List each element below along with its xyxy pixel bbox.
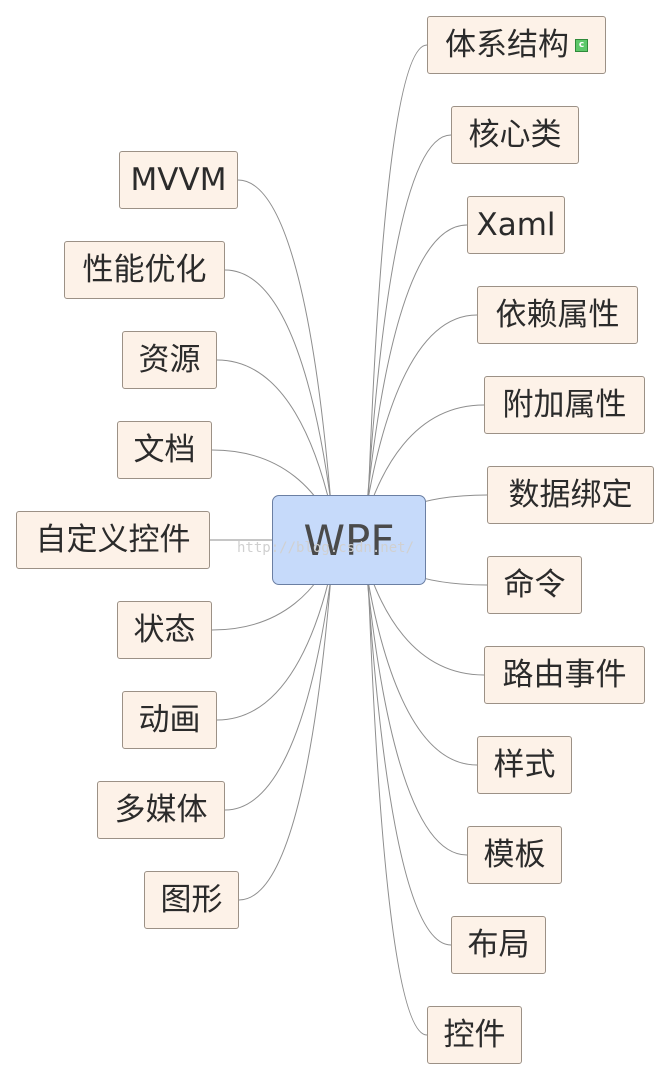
- topic-routed-events[interactable]: 路由事件: [484, 646, 645, 704]
- topic-resources[interactable]: 资源: [122, 331, 217, 389]
- connector-right-1: [364, 134, 452, 541]
- connector-right-9: [362, 539, 468, 856]
- topic-dependency-properties[interactable]: 依赖属性: [477, 286, 638, 344]
- connector-right-3: [361, 314, 478, 541]
- connector-right-8: [361, 539, 478, 766]
- connector-left-7: [224, 539, 337, 811]
- topic-multimedia[interactable]: 多媒体: [97, 781, 225, 839]
- topic-controls[interactable]: 控件: [427, 1006, 522, 1064]
- topic-label: 体系结构: [445, 26, 569, 63]
- watermark-url: http://blog.csdn.net/: [237, 540, 415, 556]
- connector-right-10: [364, 539, 452, 946]
- note-badge-icon[interactable]: c: [575, 38, 588, 52]
- topic-documents[interactable]: 文档: [117, 421, 212, 479]
- topic-custom-controls[interactable]: 自定义控件: [16, 511, 210, 569]
- topic-attached-properties[interactable]: 附加属性: [484, 376, 645, 434]
- connector-left-0: [237, 179, 335, 541]
- topic-architecture[interactable]: 体系结构 c: [427, 16, 606, 74]
- topic-data-binding[interactable]: 数据绑定: [487, 466, 654, 524]
- topic-graphics[interactable]: 图形: [144, 871, 239, 929]
- topic-states[interactable]: 状态: [117, 601, 212, 659]
- topic-performance-optimization[interactable]: 性能优化: [64, 241, 225, 299]
- connector-left-1: [224, 269, 337, 541]
- topic-xaml[interactable]: Xaml: [467, 196, 565, 254]
- connector-left-8: [238, 539, 335, 901]
- central-topic-wpf[interactable]: WPF: [272, 495, 426, 585]
- topic-commands[interactable]: 命令: [487, 556, 582, 614]
- topic-mvvm[interactable]: MVVM: [119, 151, 238, 209]
- topic-templates[interactable]: 模板: [467, 826, 562, 884]
- topic-core-classes[interactable]: 核心类: [451, 106, 579, 164]
- topic-styles[interactable]: 样式: [477, 736, 572, 794]
- connector-right-0: [366, 44, 428, 541]
- connector-right-11: [366, 539, 428, 1036]
- topic-layout[interactable]: 布局: [451, 916, 546, 974]
- connector-right-2: [362, 224, 468, 541]
- topic-animation[interactable]: 动画: [122, 691, 217, 749]
